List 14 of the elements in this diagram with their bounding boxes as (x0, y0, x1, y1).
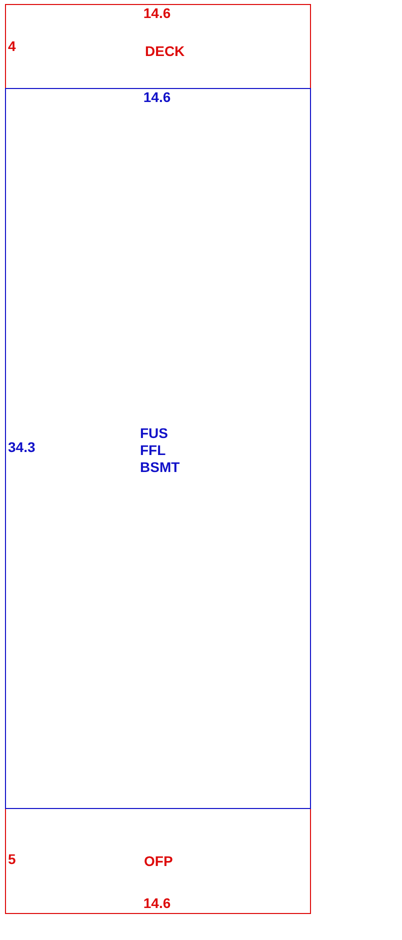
room-label: FFL (140, 442, 166, 459)
room-label: OFP (144, 853, 173, 870)
room-outline (5, 88, 311, 809)
dimension-label: 4 (8, 38, 16, 54)
dimension-label: 14.6 (143, 89, 171, 105)
dimension-label: 14.6 (143, 5, 171, 21)
room-outline (5, 808, 311, 914)
room-label: BSMT (140, 459, 180, 476)
room-label: FUS (140, 425, 168, 442)
dimension-label: 5 (8, 851, 16, 867)
dimension-label: 14.6 (143, 895, 171, 911)
room-label: DECK (145, 43, 185, 60)
room-outline (5, 4, 311, 89)
dimension-label: 34.3 (8, 439, 36, 455)
